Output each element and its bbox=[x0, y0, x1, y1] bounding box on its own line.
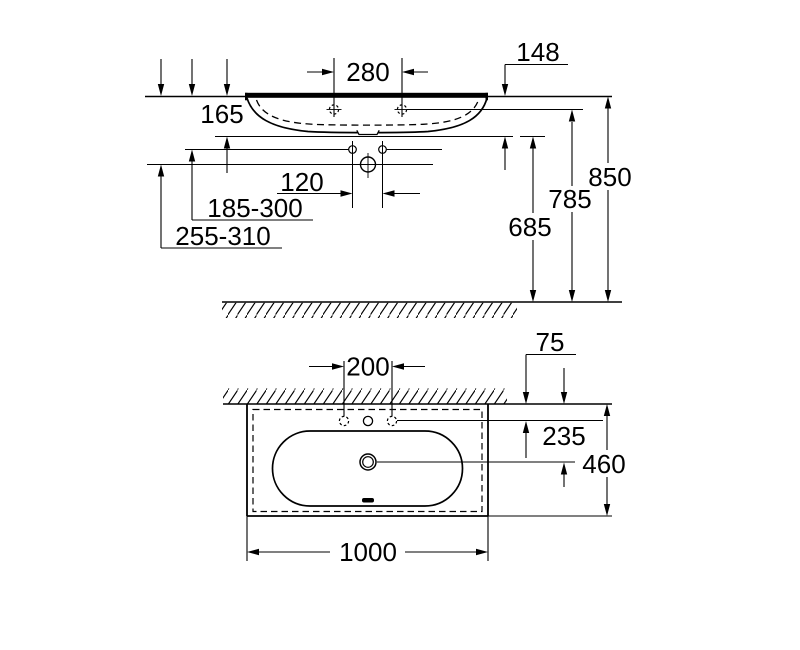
drain-cup bbox=[356, 130, 380, 135]
dim-label-75: 75 bbox=[536, 327, 565, 357]
dim-label-785: 785 bbox=[548, 184, 591, 214]
dim-label-685: 685 bbox=[508, 212, 551, 242]
overflow-slot bbox=[362, 498, 374, 503]
tap-hole-right-plan bbox=[386, 415, 398, 427]
floor-hatching bbox=[222, 302, 517, 318]
tap-hole-left-plan bbox=[338, 415, 350, 427]
dim-label-460: 460 bbox=[582, 449, 625, 479]
dim-label-200: 200 bbox=[346, 352, 389, 382]
front-view-dimensions bbox=[160, 58, 609, 290]
dim-label-165: 165 bbox=[200, 99, 243, 129]
basin-bowl-outline bbox=[246, 97, 488, 134]
basin-rim-bar bbox=[245, 92, 488, 101]
drain-outer-circle bbox=[359, 453, 377, 471]
dim-label-255-310: 255-310 bbox=[175, 221, 270, 251]
basin-bowl-hidden-line bbox=[255, 99, 480, 126]
dim-label-235: 235 bbox=[542, 421, 585, 451]
plan-view-arrowheads bbox=[247, 363, 611, 556]
plan-view-geometry bbox=[223, 388, 612, 517]
dim-label-850: 850 bbox=[588, 162, 631, 192]
fixing-hole-left bbox=[348, 145, 357, 154]
plan-view-dimensions bbox=[246, 353, 608, 561]
front-view-arrowheads bbox=[157, 68, 612, 302]
front-view-geometry bbox=[145, 92, 622, 318]
drain-inner-circle bbox=[362, 456, 374, 468]
dim-label-185-300: 185-300 bbox=[207, 193, 302, 223]
dimension-labels: 280 148 165 120 185-300 255-310 685 785 … bbox=[175, 37, 631, 567]
basin-plan-hidden-rect bbox=[252, 408, 483, 513]
fixing-hole-right bbox=[378, 145, 387, 154]
dim-label-1000: 1000 bbox=[339, 537, 397, 567]
dim-label-280: 280 bbox=[346, 57, 389, 87]
bowl-plan-outline bbox=[271, 430, 464, 507]
dim-label-148: 148 bbox=[516, 37, 559, 67]
center-hole-plan bbox=[362, 415, 374, 427]
basin-plan-outline bbox=[246, 404, 489, 517]
dim-label-120: 120 bbox=[280, 167, 323, 197]
fixing-extension-lines bbox=[352, 141, 383, 208]
wall-hatching bbox=[223, 388, 507, 404]
